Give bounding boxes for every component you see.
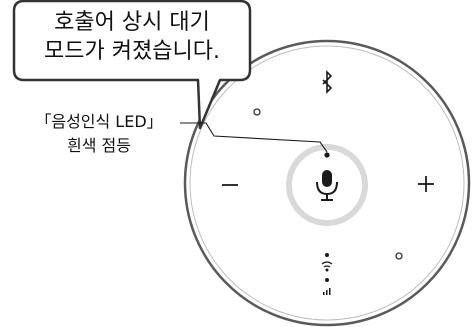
mic-hole-dot bbox=[253, 108, 261, 116]
wifi-status-led bbox=[325, 253, 329, 257]
mic-hole-dot bbox=[395, 252, 403, 260]
voice-led-indicator bbox=[324, 152, 330, 158]
microphone-icon bbox=[316, 170, 338, 201]
led-label-line2: 흰색 점등 bbox=[67, 136, 131, 155]
callout-text-line1: 호출어 상시 대기 bbox=[54, 10, 210, 35]
volume-up-button[interactable] bbox=[418, 176, 434, 192]
signal-status-led bbox=[325, 278, 329, 282]
led-leader-line bbox=[180, 122, 328, 153]
wifi-icon bbox=[321, 261, 333, 272]
signal-bars-icon bbox=[323, 288, 331, 295]
callout-text-line2: 모드가 켜졌습니다. bbox=[44, 39, 220, 64]
callout-bubble bbox=[12, 0, 252, 130]
led-label-line1: 「음성인식 LED」 bbox=[35, 112, 163, 131]
bluetooth-icon[interactable] bbox=[322, 70, 333, 94]
